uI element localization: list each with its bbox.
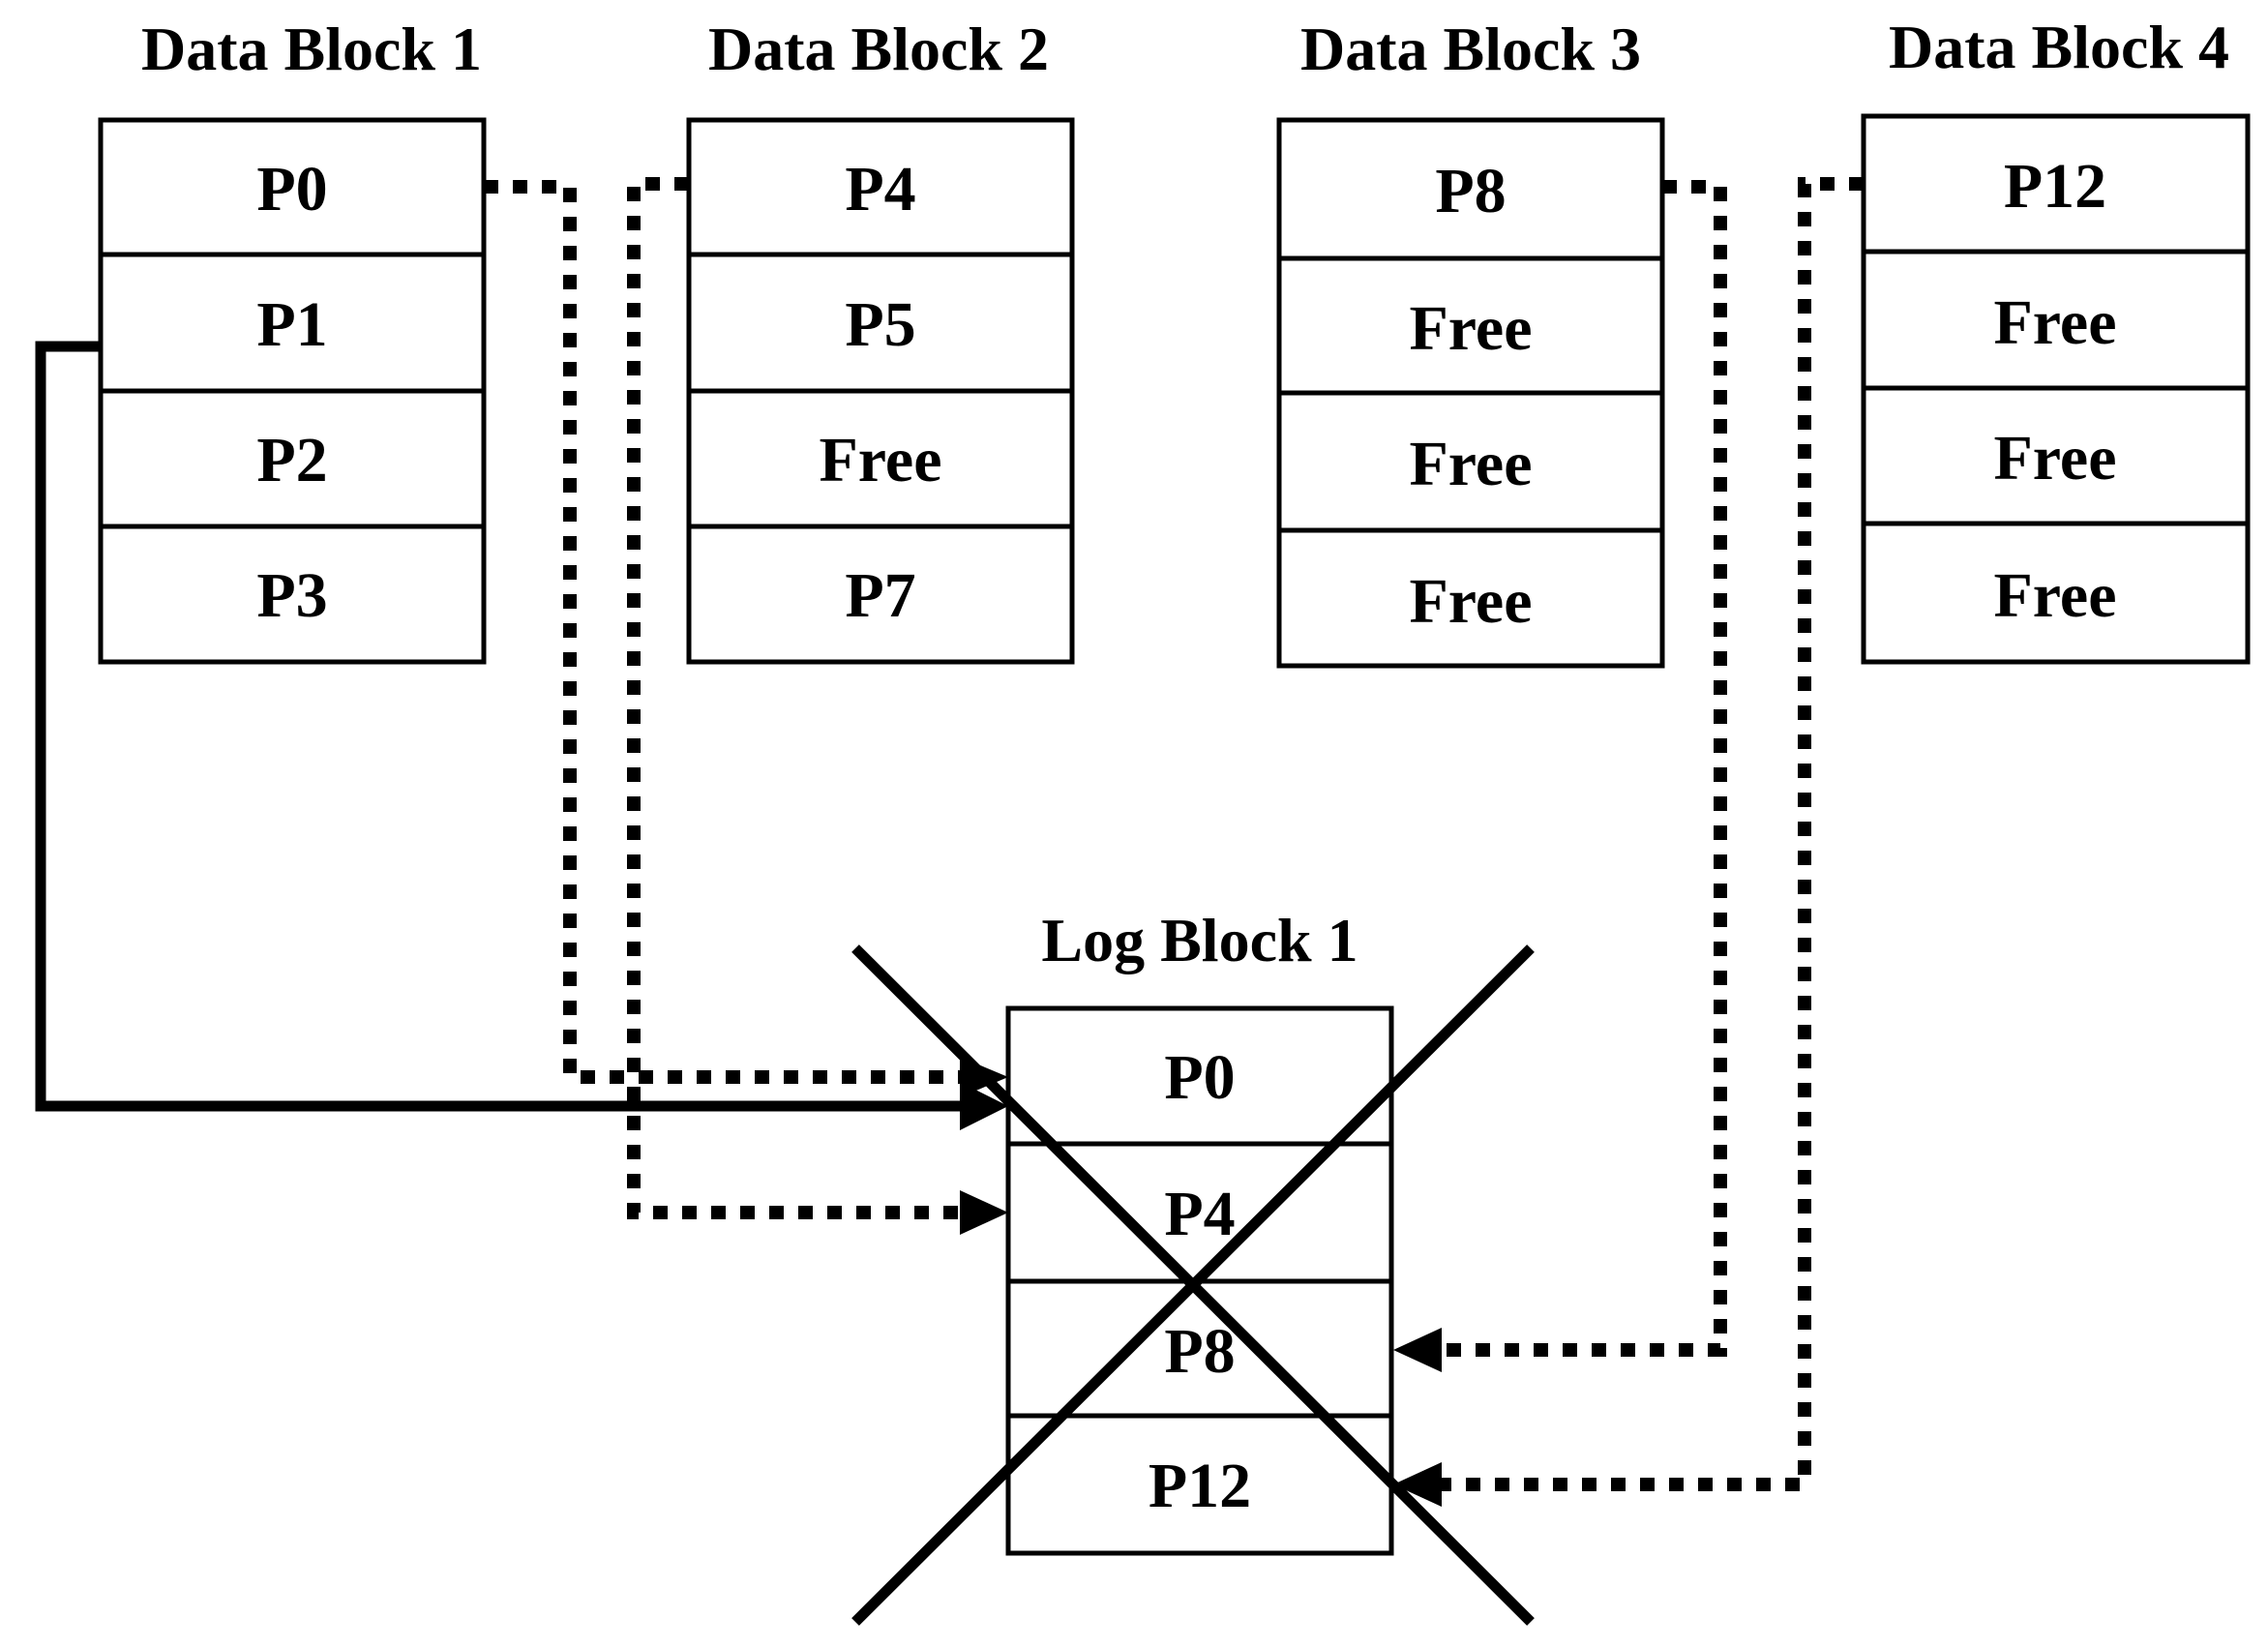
page-label: P0: [1164, 1042, 1235, 1113]
data-block-3-cell-3: [1276, 390, 1665, 533]
log-block-1-cell-1: [1005, 1005, 1394, 1147]
page-label: Free: [1409, 566, 1532, 637]
log-block-1-title: Log Block 1: [1041, 906, 1358, 974]
data-block-2-cell-4: [686, 524, 1075, 665]
page-label: P4: [845, 154, 915, 225]
dotted-connector-p12: [1436, 177, 1864, 1491]
data-block-2-title: Data Block 2: [708, 15, 1049, 83]
data-block-3: Data Block 3 P8 Free Free Free: [1276, 15, 1665, 669]
arrowhead: [1393, 1328, 1442, 1372]
page-label: P12: [2004, 151, 2106, 222]
data-block-3-cell-2: [1276, 255, 1665, 396]
data-block-1-cell-4: [98, 524, 487, 665]
page-label: P8: [1435, 156, 1506, 226]
solid-connector-p1: [35, 341, 966, 1112]
cross-line-2: [851, 944, 1535, 1626]
data-block-3-cell-4: [1276, 527, 1665, 669]
page-label: Free: [1993, 560, 2116, 631]
data-block-3-title: Data Block 3: [1300, 15, 1641, 83]
page-label: Free: [819, 425, 941, 495]
page-label: P4: [1164, 1179, 1235, 1249]
arrowhead: [960, 1190, 1008, 1235]
page-label: P12: [1149, 1451, 1251, 1521]
log-block-1-cell-3: [1005, 1278, 1394, 1419]
arrowhead: [1393, 1462, 1442, 1507]
page-label: Free: [1993, 287, 2116, 358]
log-block-1-cell-4: [1005, 1413, 1394, 1556]
page-label: P8: [1164, 1316, 1235, 1387]
arrowhead: [960, 1082, 1008, 1130]
page-label: P3: [256, 560, 327, 631]
data-block-1-cell-2: [98, 252, 487, 394]
page-label: P7: [845, 560, 915, 631]
data-block-2-cell-2: [686, 252, 1075, 394]
page-label: P5: [845, 289, 915, 360]
dotted-connector-p8: [1436, 180, 1727, 1357]
log-block-1: Log Block 1 P0 P4 P8 P12: [1005, 906, 1394, 1556]
data-block-1: Data Block 1 P0 P1 P2 P3: [98, 15, 487, 665]
page-label: Free: [1409, 429, 1532, 499]
page-label: Free: [1409, 293, 1532, 364]
data-block-4-title: Data Block 4: [1889, 13, 2229, 81]
data-block-2: Data Block 2 P4 P5 Free P7: [686, 15, 1075, 665]
dotted-connector-p4: [627, 177, 966, 1219]
page-label: P0: [256, 154, 327, 225]
page-label: P2: [256, 425, 327, 495]
erase-cross: [851, 944, 1535, 1626]
data-block-1-title: Data Block 1: [141, 15, 482, 83]
data-block-4: Data Block 4 P12 Free Free Free: [1861, 13, 2251, 665]
data-block-4-cell-2: [1861, 249, 2251, 391]
page-label: Free: [1993, 423, 2116, 494]
dotted-connector-p0: [484, 180, 966, 1084]
data-block-1-cell-1: [98, 117, 487, 257]
page-label: P1: [256, 289, 327, 360]
data-block-4-cell-4: [1861, 521, 2251, 665]
